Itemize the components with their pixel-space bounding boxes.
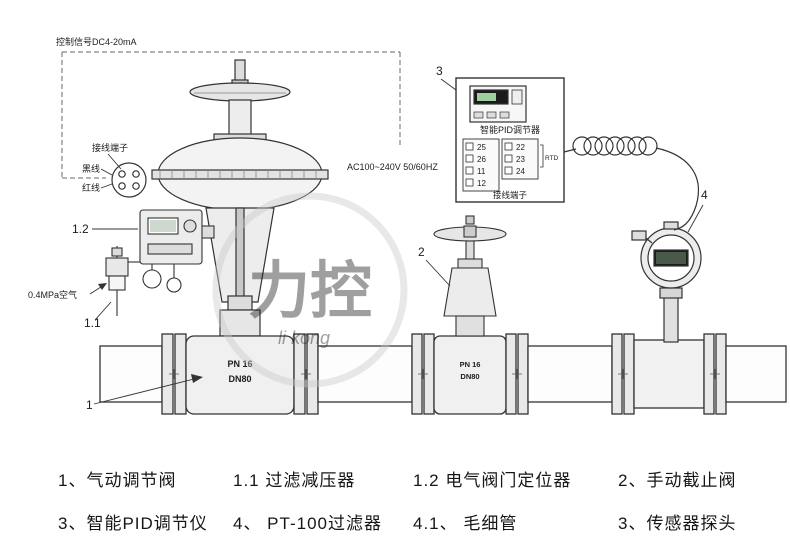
pneumatic-actuator bbox=[151, 59, 329, 337]
valve2-pn: PN 16 bbox=[460, 360, 481, 369]
pid-terminal-22: 22 bbox=[516, 143, 525, 152]
callout-1-2: 1.2 bbox=[72, 222, 89, 236]
watermark: 力控 li kong bbox=[212, 192, 408, 388]
sensor-transmitter bbox=[631, 221, 702, 343]
pressure-gauge bbox=[142, 269, 162, 289]
valve1-pn: PN 16 bbox=[227, 359, 252, 369]
black-wire-pointer bbox=[100, 168, 113, 176]
legend-item: 4、 PT-100过滤器 bbox=[233, 514, 382, 533]
valve1-dn: DN80 bbox=[228, 374, 251, 384]
pid-controller bbox=[455, 77, 565, 203]
legend: 1、气动调节阀 1.1 过滤减压器 1.2 电气阀门定位器 2、手动截止阀 3、… bbox=[0, 450, 790, 534]
rtd-label: RTD bbox=[545, 155, 559, 162]
callout-1-arrowhead bbox=[191, 374, 203, 383]
legend-item: 1.2 电气阀门定位器 bbox=[413, 471, 572, 490]
callout-3-line bbox=[440, 78, 457, 91]
callout-2-line bbox=[425, 259, 451, 287]
rtd-bracket bbox=[540, 144, 544, 168]
callout-1-1: 1.1 bbox=[84, 316, 101, 330]
control-signal-label: 控制信号DC4-20mA bbox=[56, 36, 137, 47]
callout-1-line bbox=[93, 378, 195, 405]
watermark-sub: li kong bbox=[278, 328, 330, 348]
pid-terminal-12: 12 bbox=[477, 179, 486, 188]
pid-terminal-25: 25 bbox=[477, 143, 486, 152]
pid-terminal-label: 接线端子 bbox=[493, 190, 528, 200]
black-wire-label: 黑线 bbox=[82, 163, 100, 174]
legend-item: 3、智能PID调节仪 bbox=[58, 514, 208, 533]
red-wire-pointer bbox=[100, 183, 113, 189]
coiled-cable bbox=[563, 136, 699, 231]
callout-4: 4 bbox=[701, 188, 708, 202]
manual-stop-valve bbox=[433, 215, 507, 337]
filter-regulator bbox=[105, 246, 140, 316]
valve-positioner bbox=[139, 209, 215, 293]
pid-title: 智能PID调节器 bbox=[480, 124, 540, 135]
actuator-flange-bolts bbox=[159, 170, 317, 179]
legend-item: 3、传感器探头 bbox=[618, 514, 737, 533]
callout-1-1-line bbox=[94, 301, 112, 321]
legend-item: 1、气动调节阀 bbox=[58, 471, 177, 490]
legend-item: 1.1 过滤减压器 bbox=[233, 471, 356, 490]
pressure-gauge bbox=[166, 277, 182, 293]
callout-2: 2 bbox=[418, 245, 425, 259]
watermark-main: 力控 bbox=[248, 257, 372, 326]
flange-center-marks bbox=[169, 369, 720, 379]
pid-terminal-24: 24 bbox=[516, 167, 525, 176]
callout-3: 3 bbox=[436, 64, 443, 78]
terminal-label-left: 接线端子 bbox=[92, 142, 128, 153]
pid-terminal-23: 23 bbox=[516, 155, 525, 164]
callout-1: 1 bbox=[86, 398, 93, 412]
diagram-canvas: 控制信号DC4-20mA 接线端子 黑线 红线 bbox=[28, 36, 787, 415]
ac-power-label: AC100~240V 50/60HZ bbox=[347, 162, 438, 172]
terminal-label-pointer bbox=[107, 153, 122, 170]
signal-dashed-lines bbox=[61, 51, 401, 179]
pid-terminal-26: 26 bbox=[477, 155, 486, 164]
callout-4-line bbox=[687, 204, 704, 233]
pid-terminal-11: 11 bbox=[477, 167, 486, 176]
sensor-body bbox=[633, 339, 705, 409]
actuator-terminal-circle bbox=[111, 162, 147, 198]
air-supply-label: 0.4MPa空气 bbox=[28, 289, 77, 300]
air-supply-arrowhead bbox=[98, 283, 107, 290]
red-wire-label: 红线 bbox=[82, 182, 100, 193]
legend-item: 4.1、 毛细管 bbox=[413, 514, 518, 533]
piping bbox=[99, 333, 787, 415]
legend-item: 2、手动截止阀 bbox=[618, 471, 737, 490]
valve2-dn: DN80 bbox=[460, 372, 479, 381]
